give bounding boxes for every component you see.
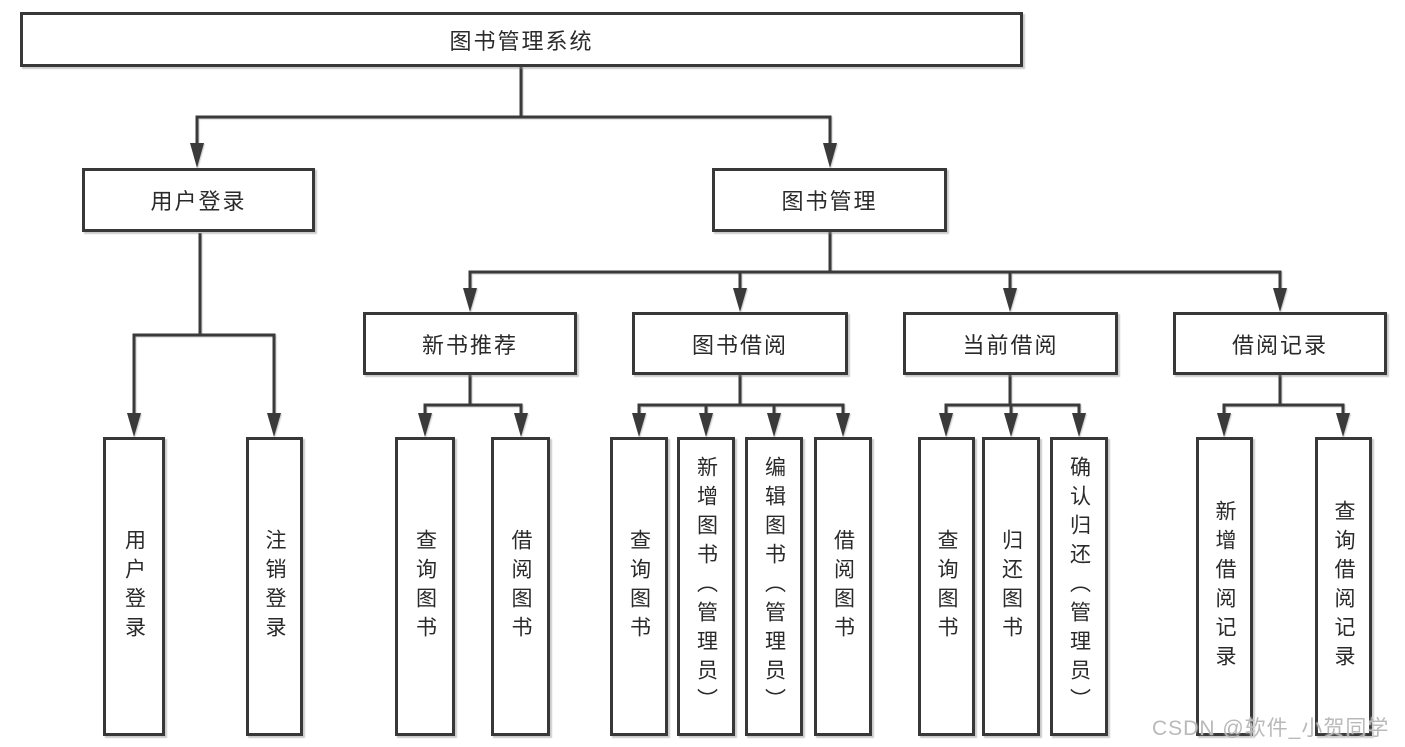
leaf-return-books: 归还图书 bbox=[982, 437, 1040, 736]
leaf-query-books-current-label: 查询图书 bbox=[935, 528, 958, 645]
node-book-management-label: 图书管理 bbox=[781, 189, 878, 214]
leaf-query-books-borrowing-label: 查询图书 bbox=[627, 528, 651, 645]
node-borrowing-records: 借阅记录 bbox=[1173, 312, 1387, 375]
leaf-query-books-borrowing: 查询图书 bbox=[610, 437, 668, 736]
leaf-logout-label: 注销登录 bbox=[263, 528, 286, 645]
leaf-query-borrow-record-label: 查询借阅记录 bbox=[1332, 499, 1355, 674]
leaf-user-login: 用户登录 bbox=[103, 437, 165, 736]
leaf-edit-book-admin: 编辑图书（管理员） bbox=[745, 437, 803, 736]
leaf-add-book-admin-label: 新增图书（管理员） bbox=[694, 456, 718, 717]
node-current-borrowing-label: 当前借阅 bbox=[962, 332, 1059, 358]
leaf-edit-book-admin-label: 编辑图书（管理员） bbox=[762, 456, 786, 717]
leaf-return-books-label: 归还图书 bbox=[999, 528, 1023, 645]
node-user-login: 用户登录 bbox=[82, 168, 315, 232]
node-book-management: 图书管理 bbox=[712, 168, 947, 232]
leaf-add-book-admin: 新增图书（管理员） bbox=[677, 437, 735, 736]
watermark: CSDN @软件_小贺同学 bbox=[1152, 717, 1390, 740]
node-book-borrowing-label: 图书借阅 bbox=[691, 332, 788, 358]
leaf-query-books-recommend-label: 查询图书 bbox=[413, 528, 437, 645]
leaf-borrow-books-borrowing-label: 借阅图书 bbox=[831, 528, 855, 645]
leaf-borrow-books-recommend-label: 借阅图书 bbox=[509, 528, 532, 645]
node-current-borrowing: 当前借阅 bbox=[903, 312, 1118, 375]
leaf-add-borrow-record-label: 新增借阅记录 bbox=[1213, 499, 1236, 674]
leaf-borrow-books-borrowing: 借阅图书 bbox=[814, 437, 872, 736]
node-root-label: 图书管理系统 bbox=[449, 28, 594, 54]
leaf-query-borrow-record: 查询借阅记录 bbox=[1315, 437, 1372, 736]
leaf-borrow-books-recommend: 借阅图书 bbox=[491, 437, 550, 736]
leaf-confirm-return-admin: 确认归还（管理员） bbox=[1050, 437, 1108, 736]
node-new-book-recommendation: 新书推荐 bbox=[363, 312, 577, 375]
leaf-confirm-return-admin-label: 确认归还（管理员） bbox=[1067, 456, 1091, 717]
leaf-add-borrow-record: 新增借阅记录 bbox=[1196, 437, 1253, 736]
node-book-borrowing: 图书借阅 bbox=[632, 312, 848, 375]
leaf-logout: 注销登录 bbox=[246, 437, 303, 736]
leaf-query-books-current: 查询图书 bbox=[918, 437, 975, 736]
leaf-query-books-recommend: 查询图书 bbox=[395, 437, 455, 736]
node-root: 图书管理系统 bbox=[20, 12, 1023, 67]
node-new-book-recommendation-label: 新书推荐 bbox=[421, 332, 518, 358]
leaf-user-login-label: 用户登录 bbox=[122, 528, 146, 645]
node-user-login-label: 用户登录 bbox=[150, 189, 247, 214]
node-borrowing-records-label: 借阅记录 bbox=[1231, 332, 1328, 358]
